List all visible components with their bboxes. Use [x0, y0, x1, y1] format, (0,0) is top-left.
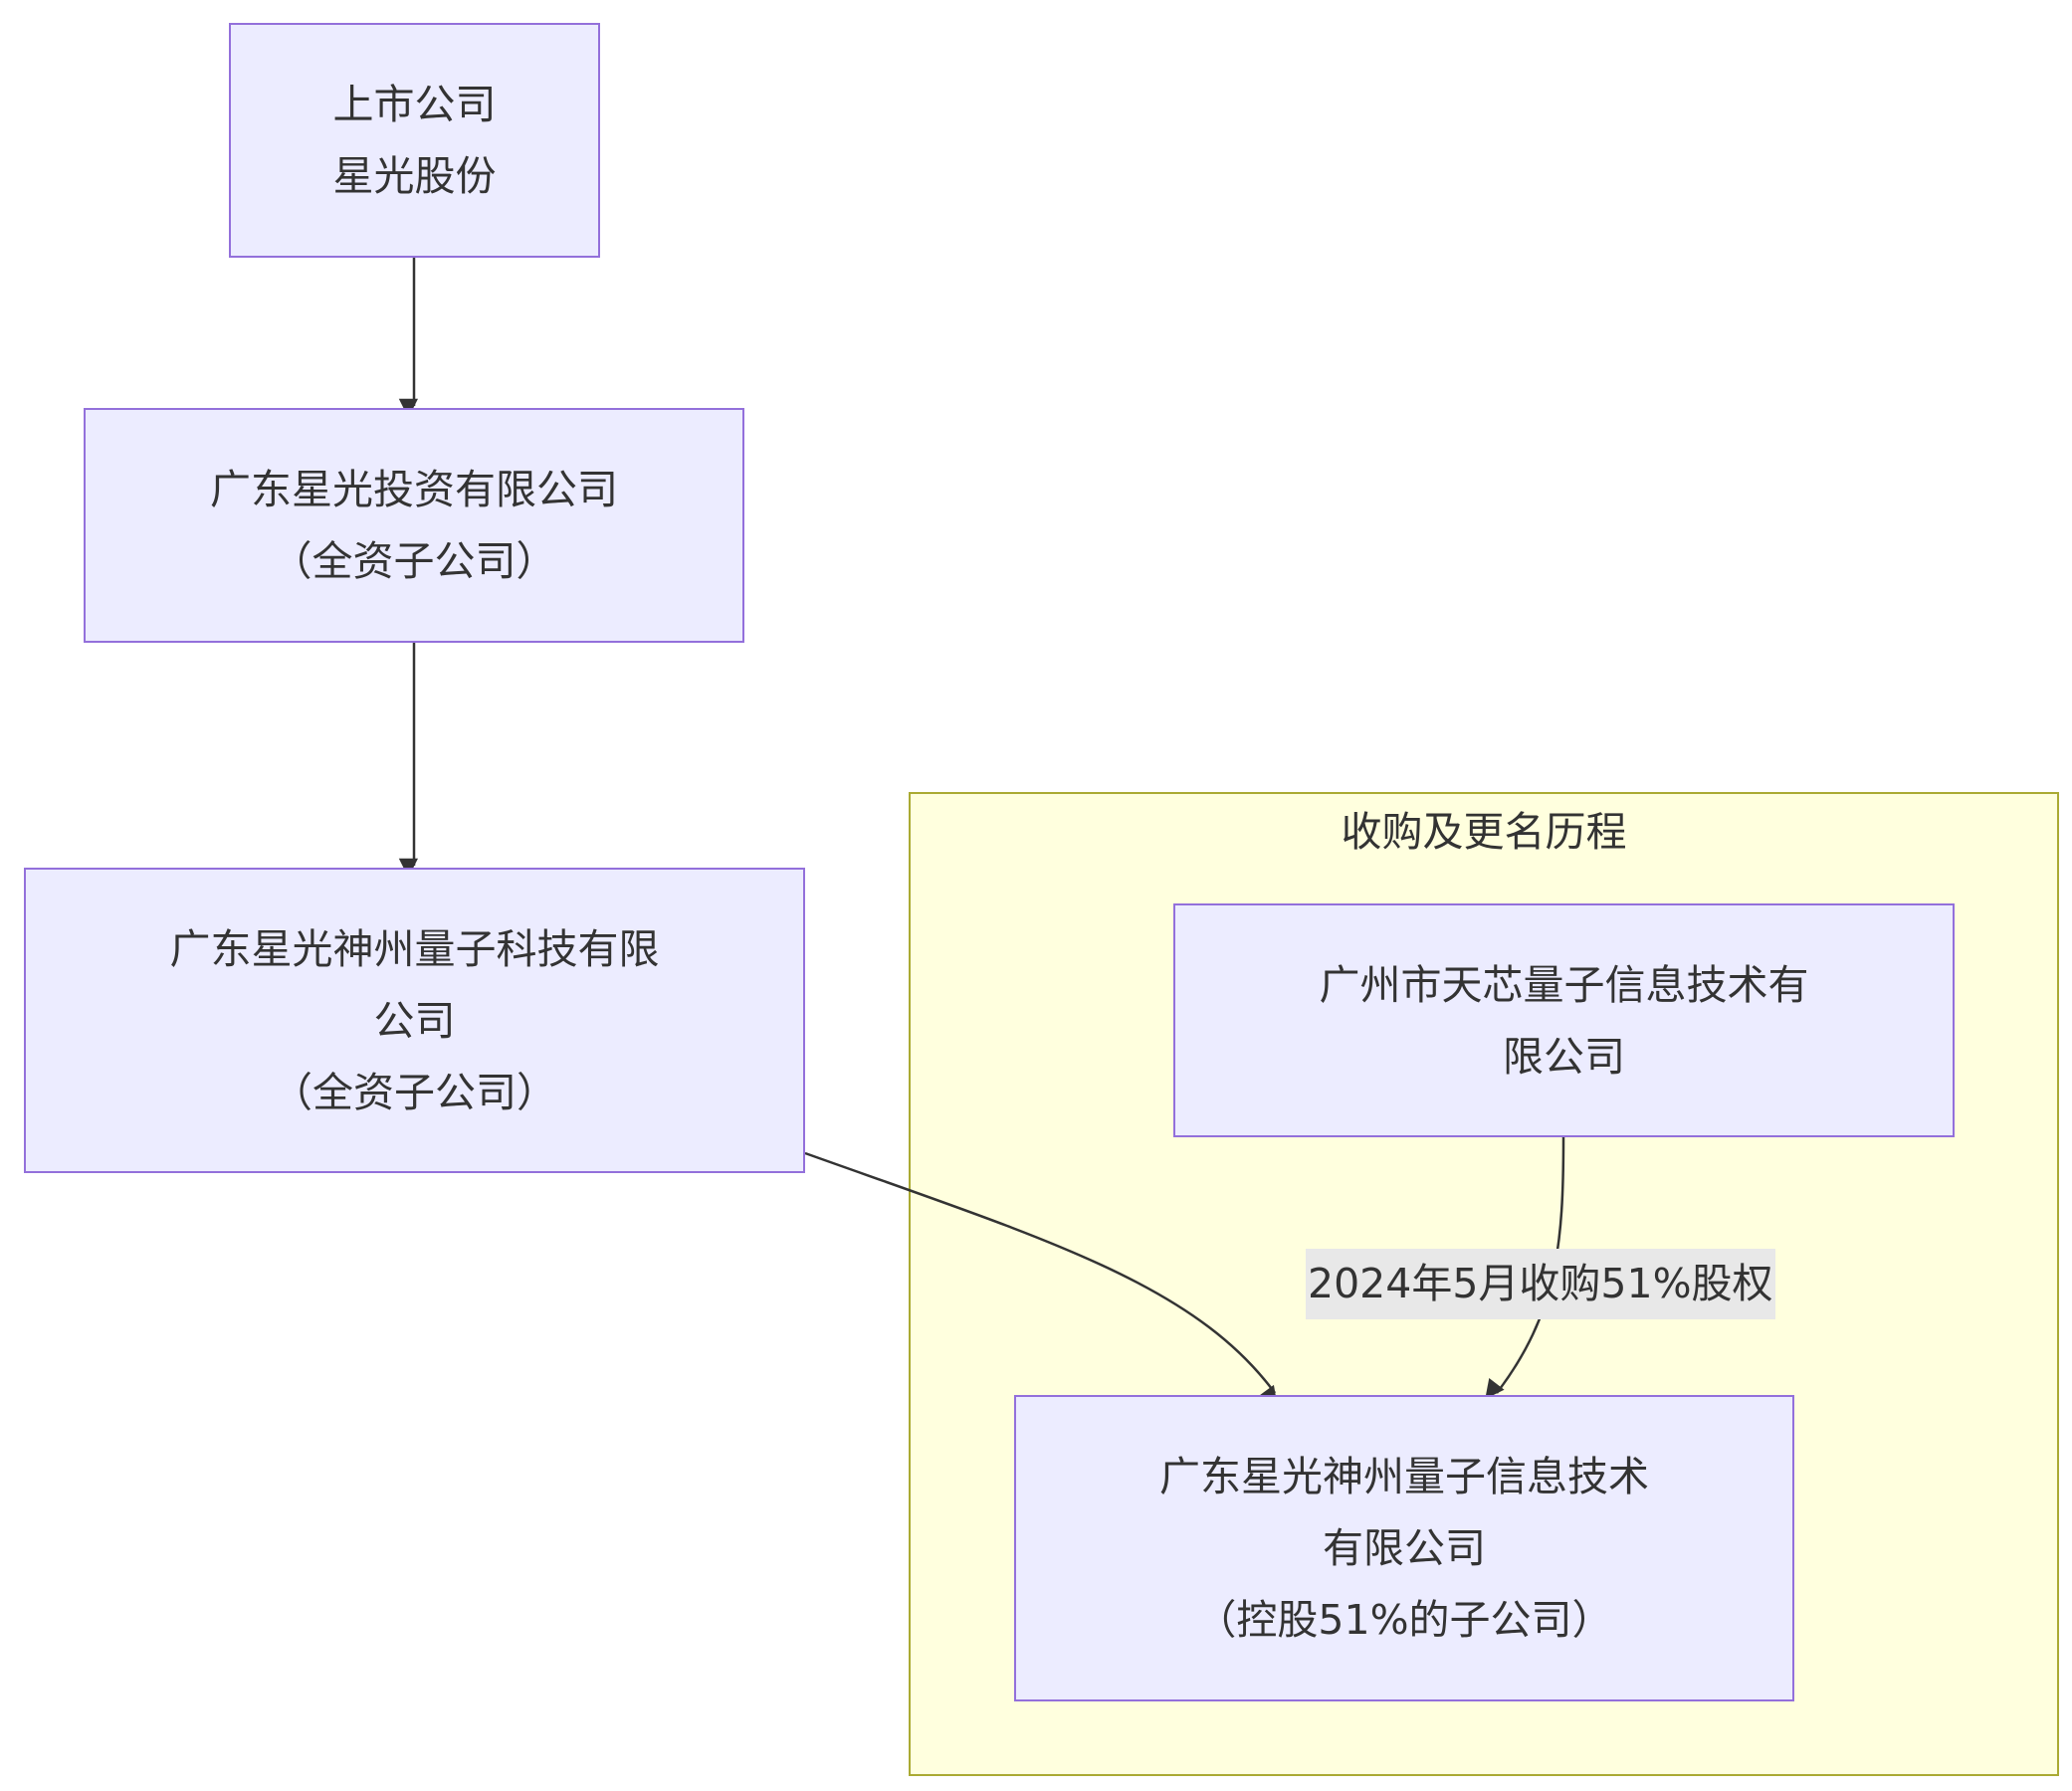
node-tech-company[interactable]: 广东星光神州量子科技有限 公司 （全资子公司） [24, 868, 805, 1173]
node-text: 星光股份 [332, 152, 497, 200]
node-text: 广东星光投资有限公司 [210, 466, 618, 513]
cluster-title: 收购及更名历程 [1341, 808, 1627, 856]
node-text: 限公司 [1503, 1032, 1625, 1081]
node-text: 广州市天芯量子信息技术有 [1319, 960, 1809, 1009]
node-text: 公司 [373, 996, 456, 1045]
edge-tech-to-info [804, 1151, 1278, 1406]
node-text: 上市公司 [332, 81, 497, 128]
node-tianxin-company[interactable]: 广州市天芯量子信息技术有 限公司 [1173, 903, 1955, 1137]
node-text: （控股51%的子公司） [1195, 1596, 1613, 1644]
edge-label-acquisition: 2024年5月收购51%股权 [1306, 1249, 1775, 1319]
node-text: （全资子公司） [272, 1068, 557, 1116]
node-text: （全资子公司） [271, 537, 557, 585]
node-text: 有限公司 [1323, 1524, 1486, 1572]
node-investment-company[interactable]: 广东星光投资有限公司 （全资子公司） [84, 408, 744, 643]
node-listed-company[interactable]: 上市公司 星光股份 [229, 23, 600, 258]
node-text: 广东星光神州量子信息技术 [1159, 1453, 1649, 1500]
node-text: 广东星光神州量子科技有限 [169, 924, 660, 973]
node-info-company[interactable]: 广东星光神州量子信息技术 有限公司 （控股51%的子公司） [1014, 1395, 1794, 1701]
